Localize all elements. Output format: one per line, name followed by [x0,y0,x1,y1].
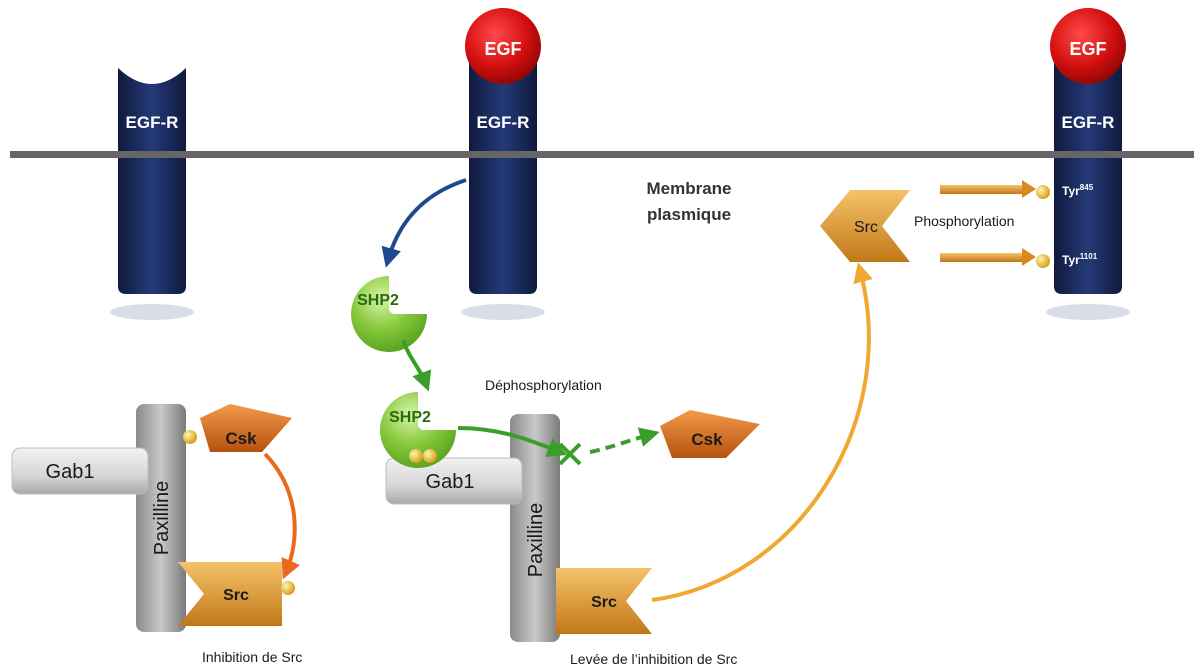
receptor-shadow [110,304,194,320]
src-kinase-released [556,568,652,634]
phosphate-icon [1036,254,1050,268]
egfr-receptor-phosphorylated: EGF-R Tyr845 Tyr1101 [1054,62,1122,294]
egf-label: EGF [1069,39,1106,59]
phosphate-icon [409,449,423,463]
complex-middle: Paxilline Gab1 SHP2 Csk Src Levée de l’i… [380,392,760,667]
gab1-bar [385,457,523,505]
paxilline-label: Paxilline [525,503,547,577]
release-arrow [589,427,660,454]
dephosphorylation-arrow [457,426,568,457]
phosphate-icon [183,430,197,444]
paxilline-label: Paxilline [151,481,173,555]
egf-ligand: EGF [465,8,541,84]
phosphorylation-arrow [940,248,1036,266]
gab1-label: Gab1 [426,471,475,493]
block-x-icon [558,442,582,466]
phosphorylation-arrow [940,180,1036,198]
csk-label: Csk [691,430,723,449]
receptor-shadow [461,304,545,320]
receptor-label: EGF-R [126,113,179,132]
phosphate-icon [423,449,437,463]
activation-arrow [381,178,467,268]
receptor-label: EGF-R [477,113,530,132]
src-kinase-active: Src [820,190,910,262]
egf-ligand: EGF [1050,8,1126,84]
shp2-label: SHP2 [357,292,399,309]
shp2-free: SHP2 [351,276,427,352]
levee-label: Levée de l’inhibition de Src [570,651,737,667]
gab1-bar [11,447,149,495]
inhibition-arrow [263,452,300,580]
tyrosine-1101: Tyr1101 [1062,252,1098,267]
src-label: Src [591,594,617,611]
src-label: Src [854,219,878,236]
receptor-shadow [1046,304,1130,320]
complex-left: Paxilline Gab1 Csk Src Inhibition de Src [11,404,302,665]
receptor-label: EGF-R [1062,113,1115,132]
csk-kinase [200,404,292,452]
dephosphorylation-label: Déphosphorylation [485,377,602,393]
csk-kinase-released [660,410,760,458]
shp2-bound [380,392,456,468]
membrane-label-line1: Membrane [646,179,731,198]
inhibition-label: Inhibition de Src [202,649,302,665]
egf-label: EGF [484,39,521,59]
csk-label: Csk [225,429,257,448]
plasma-membrane [10,151,1194,158]
phosphate-icon [281,581,295,595]
shp2-label: SHP2 [389,409,431,426]
membrane-label-line2: plasmique [647,205,731,224]
translocation-arrow [401,339,432,392]
phosphate-icon [1036,185,1050,199]
src-kinase-inactive [178,562,282,626]
tyrosine-845: Tyr845 [1062,183,1094,198]
egfr-receptor-bound: EGF-R [469,62,537,294]
src-label: Src [223,587,249,604]
activation-arrow [651,262,873,602]
egfr-receptor-unbound: EGF-R [118,68,186,294]
phosphorylation-label: Phosphorylation [914,213,1014,229]
gab1-label: Gab1 [46,461,95,483]
